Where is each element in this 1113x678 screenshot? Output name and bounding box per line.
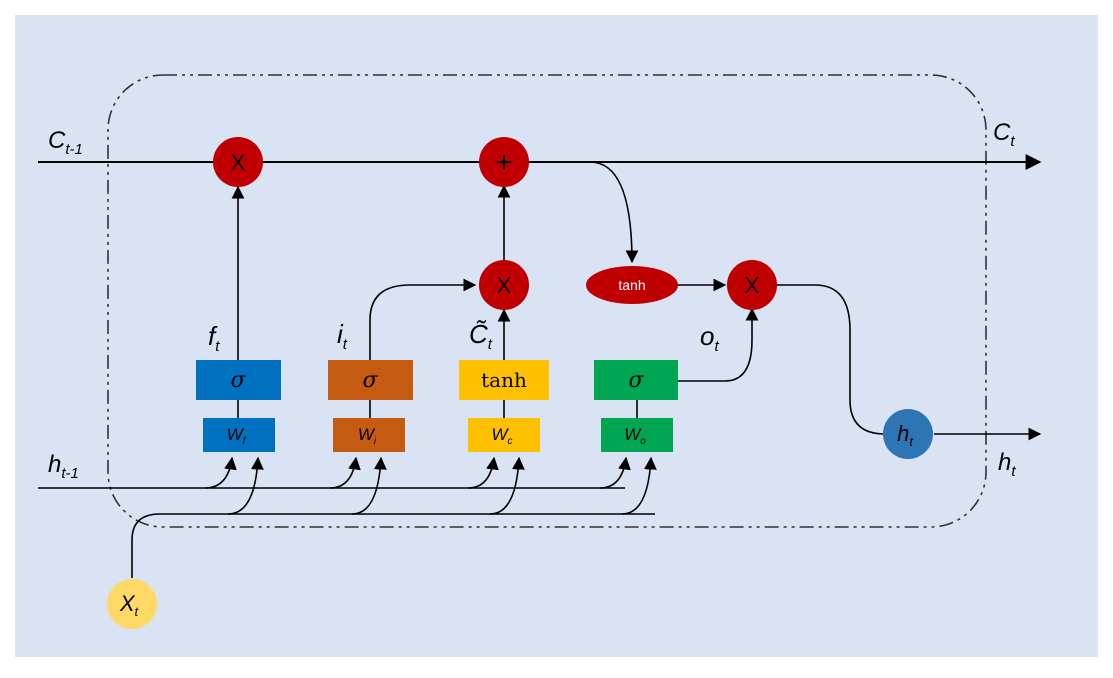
- output-weight-box: [601, 418, 673, 452]
- multiply-forget-node: X: [213, 137, 263, 187]
- hidden-state-node: ht: [883, 409, 933, 459]
- multiply-output-node: X: [727, 260, 777, 310]
- multiply-output-circle: [727, 260, 777, 310]
- multiply-output-label: X: [745, 273, 760, 298]
- multiply-input-node: X: [479, 260, 529, 310]
- h-to-wi: [329, 456, 361, 489]
- forget-gate: σ Wf: [196, 360, 281, 452]
- add-label: +: [495, 146, 513, 179]
- output-gate: σ Wo: [594, 360, 678, 452]
- multiply-input-circle: [479, 260, 529, 310]
- multiply-forget-label: X: [231, 150, 246, 175]
- i-label: it: [337, 319, 348, 353]
- hidden-state-circle: [883, 409, 933, 459]
- input-node-label: Xt: [119, 591, 140, 619]
- x-to-wi: [351, 456, 387, 515]
- cell-boundary: [107, 74, 987, 528]
- input-gate: σ Wi: [328, 360, 413, 452]
- candidate-weight-box: [468, 418, 540, 452]
- h-out-label: ht: [998, 449, 1016, 480]
- o-to-mult: [678, 307, 759, 382]
- add-node: +: [479, 137, 529, 187]
- c-prev-label: Ct-1: [48, 127, 83, 158]
- output-activation-label: σ: [628, 368, 644, 393]
- input-weight-box: [333, 418, 405, 452]
- o-label: ot: [700, 321, 719, 355]
- ctilde-label: C̃t: [469, 319, 493, 353]
- add-circle: [479, 137, 529, 187]
- candidate-gate: tanh Wc: [459, 360, 549, 452]
- output-weight-label: Wo: [624, 425, 646, 447]
- input-node: Xt: [107, 579, 157, 629]
- multiply-forget-circle: [213, 137, 263, 187]
- x-to-wo: [621, 456, 657, 515]
- x-to-wc: [489, 456, 525, 515]
- hidden-state-label: ht: [897, 421, 914, 449]
- input-activation-label: σ: [362, 368, 378, 393]
- h-prev-label: ht-1: [48, 451, 79, 482]
- forget-weight-label: Wf: [227, 425, 247, 447]
- candidate-weight-label: Wc: [491, 425, 512, 447]
- forget-weight-box: [203, 418, 275, 452]
- forget-activation-label: σ: [230, 368, 246, 393]
- input-weight-label: Wi: [358, 425, 377, 447]
- candidate-activation-box: [459, 360, 549, 400]
- x-bus: [131, 513, 655, 578]
- cell-tanh-label: tanh: [618, 277, 645, 293]
- input-node-circle: [107, 579, 157, 629]
- background-panel: [15, 15, 1098, 657]
- cell-tanh-ellipse: [586, 266, 678, 304]
- cell-tanh-node: tanh: [586, 266, 678, 304]
- candidate-activation-label: tanh: [481, 368, 527, 392]
- input-activation-box: [328, 360, 413, 400]
- h-to-wc: [467, 456, 499, 489]
- x-to-wf: [227, 456, 264, 515]
- h-to-wf: [204, 456, 237, 489]
- forget-activation-box: [196, 360, 281, 400]
- f-label: ft: [208, 321, 220, 355]
- output-activation-box: [594, 360, 678, 400]
- i-to-mult: [369, 278, 477, 360]
- cell-to-tanh: [589, 161, 639, 264]
- c-next-label: Ct: [993, 119, 1015, 150]
- mult-to-h: [776, 284, 886, 435]
- h-to-wo: [599, 456, 631, 489]
- multiply-input-label: X: [497, 273, 512, 298]
